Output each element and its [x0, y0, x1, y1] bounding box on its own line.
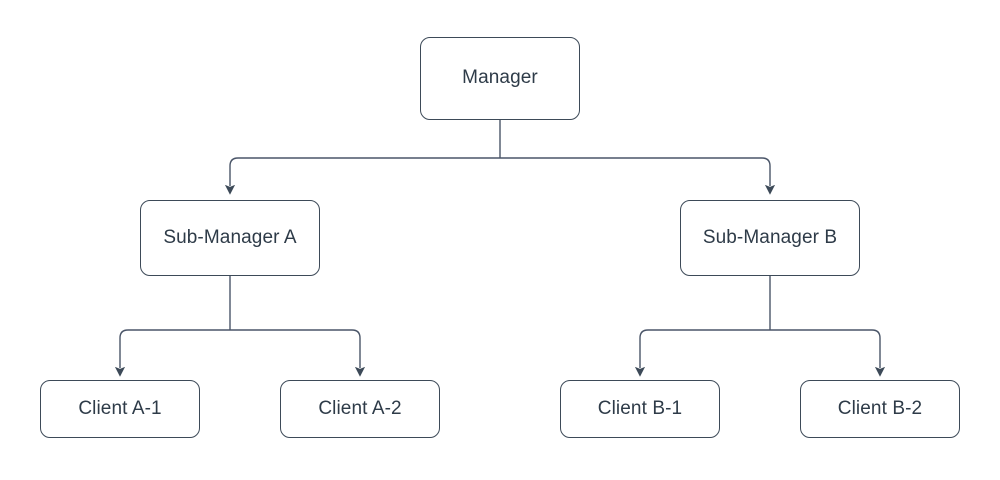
edge-sub-a-to-a2: [230, 329, 366, 377]
edge-sub-b-to-b2: [770, 329, 886, 377]
node-client-a-2-label: Client A-2: [318, 397, 402, 419]
node-client-a-1-label: Client A-1: [78, 397, 162, 419]
node-client-a-1[interactable]: Client A-1: [40, 380, 200, 438]
node-sub-manager-a[interactable]: Sub-Manager A: [140, 200, 320, 276]
node-manager[interactable]: Manager: [420, 37, 580, 120]
node-client-b-2[interactable]: Client B-2: [800, 380, 960, 438]
edge-sub-b-to-b1: [634, 329, 770, 377]
node-client-b-1-label: Client B-1: [597, 397, 683, 419]
node-client-b-2-label: Client B-2: [837, 397, 923, 419]
edge-sub-a-to-a1: [114, 329, 230, 377]
edge-manager-to-sub-a: [224, 157, 500, 195]
node-client-b-1[interactable]: Client B-1: [560, 380, 720, 438]
node-client-a-2[interactable]: Client A-2: [280, 380, 440, 438]
node-sub-manager-b-label: Sub-Manager B: [702, 226, 838, 248]
node-manager-label: Manager: [462, 67, 538, 89]
node-sub-manager-b[interactable]: Sub-Manager B: [680, 200, 860, 276]
node-sub-manager-a-label: Sub-Manager A: [163, 226, 297, 248]
edge-manager-to-sub-b: [500, 157, 776, 195]
